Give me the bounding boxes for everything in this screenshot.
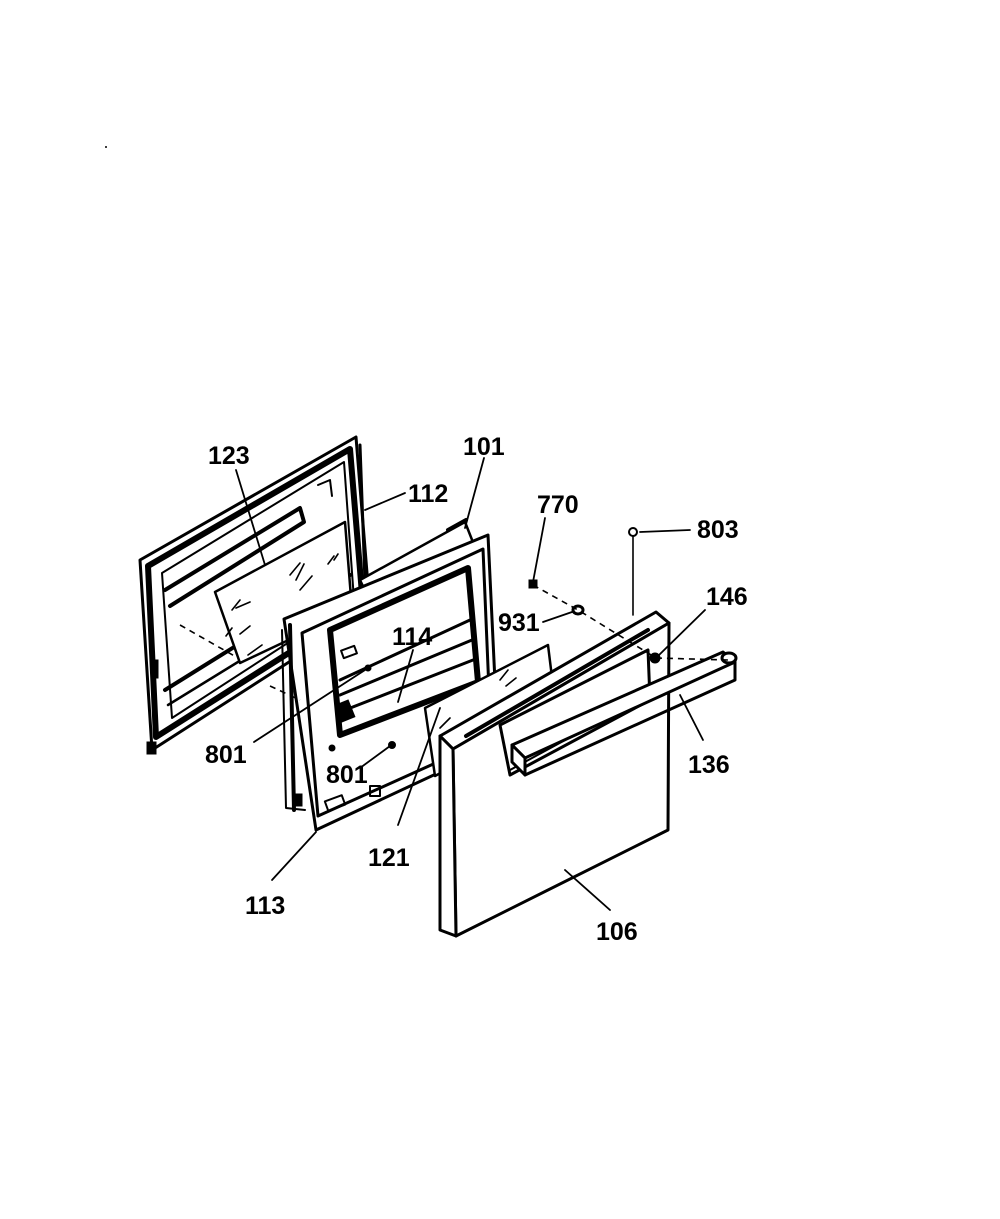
label-146: 146 [706, 583, 748, 611]
assembly-line-770 [532, 584, 729, 661]
label-801-left: 801 [205, 741, 247, 769]
label-112: 112 [408, 480, 448, 508]
part-803-screw [628, 527, 638, 616]
label-931: 931 [498, 609, 540, 637]
part-801-screws [365, 665, 395, 748]
part-136-handle [510, 650, 738, 777]
label-801-right: 801 [326, 761, 368, 789]
leader-lines [235, 457, 706, 911]
label-101: 101 [463, 433, 505, 461]
label-123: 123 [208, 442, 250, 470]
stray-dot [105, 146, 107, 148]
assembly-line-glass [179, 624, 239, 659]
label-113: 113 [245, 892, 285, 920]
label-803: 803 [697, 516, 739, 544]
part-labels: 123 101 112 770 803 146 931 114 801 801 … [205, 433, 748, 946]
label-106: 106 [596, 918, 638, 946]
assembly-line-frame [269, 685, 301, 701]
label-770: 770 [537, 491, 579, 519]
label-114: 114 [392, 623, 432, 651]
label-136: 136 [688, 751, 730, 779]
label-121: 121 [368, 844, 410, 872]
